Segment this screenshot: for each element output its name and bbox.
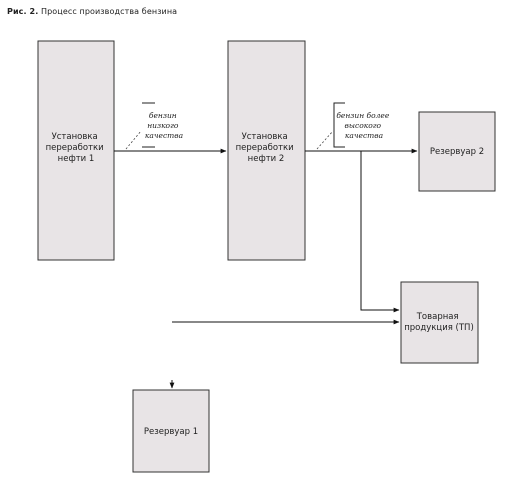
reservoir1-label: Резервуар 1: [144, 427, 198, 437]
unit2-label-line: нефти 2: [248, 154, 285, 164]
unit2-label-line: Установка: [242, 132, 288, 142]
unit2-label-line: переработки: [236, 143, 294, 153]
reservoir2-label-line: Резервуар 2: [430, 147, 484, 157]
unit2-label: Установка переработки нефти 2: [236, 132, 297, 164]
commodity-label-line: Товарная: [416, 312, 459, 322]
annotation-leader: [316, 130, 334, 150]
figure-caption: Рис. 2. Процесс производства бензина: [7, 7, 177, 16]
low-quality-line: качества: [145, 131, 183, 140]
high-quality-line: высокого: [345, 121, 382, 130]
annotation-bracket: [333, 102, 345, 148]
reservoir2-box: [418, 111, 496, 192]
commodity-box: [400, 281, 479, 364]
commodity-label: Товарная продукция (ТП): [404, 312, 474, 333]
unit1-label: Установка переработки нефти 1: [46, 132, 107, 164]
unit2-box: [227, 40, 306, 261]
low-quality-annotation: бензин низкого качества: [145, 111, 183, 140]
high-quality-annotation: бензин более высокого качества: [336, 111, 391, 140]
reservoir1-box: [132, 389, 210, 473]
low-quality-line: низкого: [147, 121, 179, 130]
unit1-label-line: нефти 1: [58, 154, 95, 164]
unit1-label-line: переработки: [46, 143, 104, 153]
annotation-leader: [125, 130, 142, 150]
unit1-label-line: Установка: [52, 132, 98, 142]
reservoir2-label: Резервуар 2: [430, 147, 484, 157]
high-quality-line: бензин более: [336, 111, 390, 120]
edge-branch-to-commodity: [360, 151, 400, 313]
low-quality-line: бензин: [149, 111, 177, 120]
commodity-label-line: продукция (ТП): [404, 323, 474, 333]
figure-title: Процесс производства бензина: [41, 7, 178, 16]
unit1-box: [37, 40, 115, 261]
figure-number: Рис. 2.: [7, 7, 39, 16]
high-quality-line: качества: [345, 131, 383, 140]
reservoir1-label-line: Резервуар 1: [144, 427, 198, 437]
